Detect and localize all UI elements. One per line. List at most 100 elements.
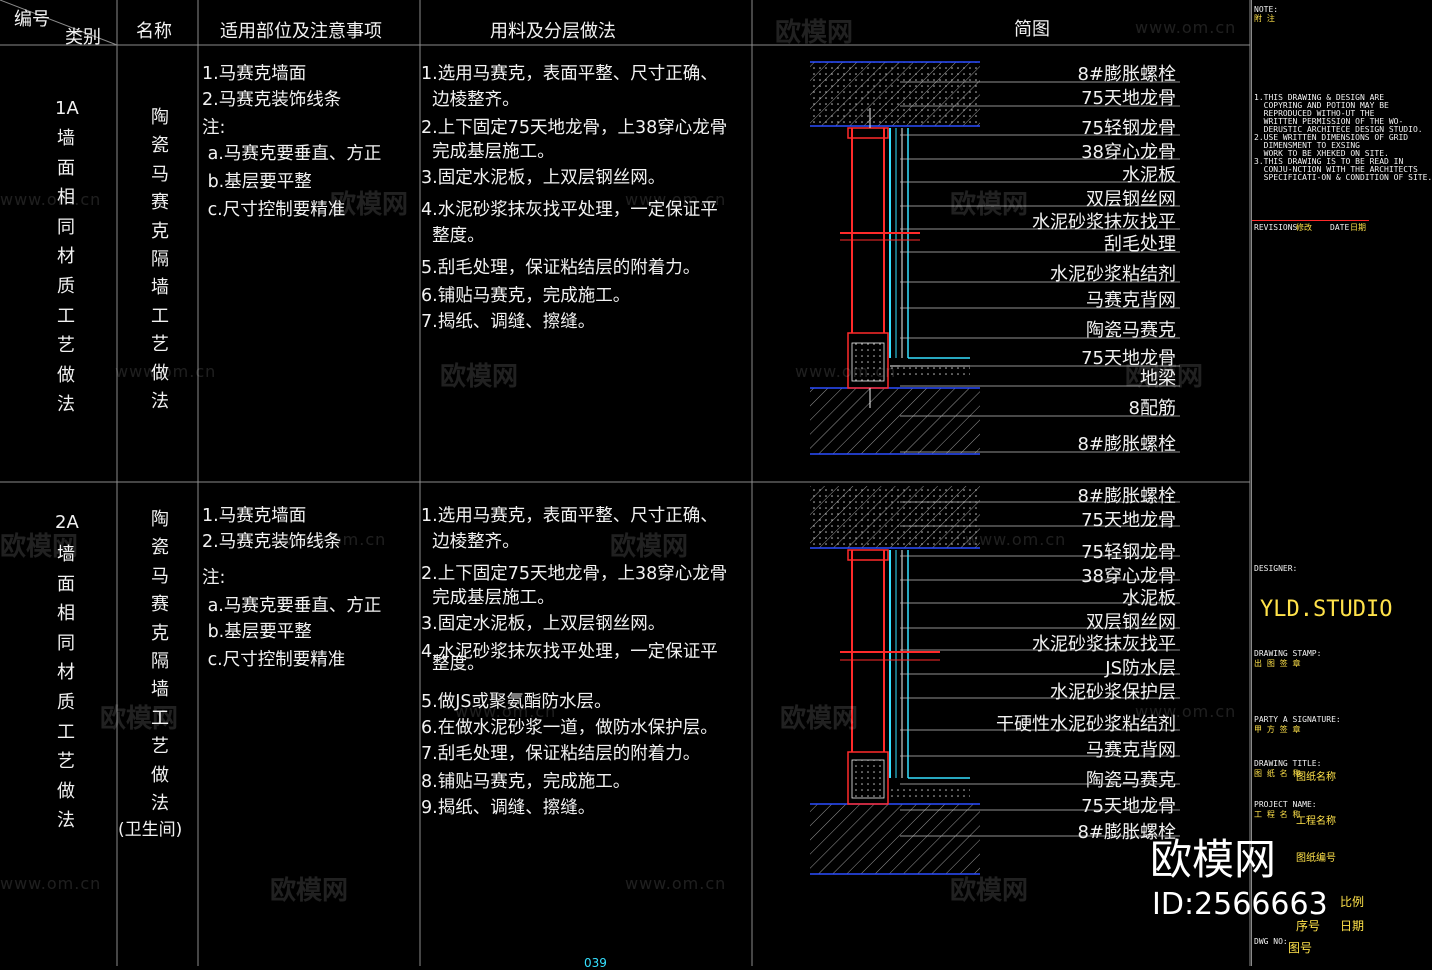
row1-labels-item: 75轻钢龙骨 [1081,118,1176,139]
leader-lines-1 [900,81,1180,453]
row2-category: 墙面相同材质工艺做法 [54,540,78,836]
row2-scope-line: 1.马赛克墙面 [202,506,307,526]
row2-name-char: 赛 [151,594,169,616]
row1-scope-line: 注: [202,118,226,138]
row1-steps-line: 完成基层施工。 [421,142,555,162]
row2-steps-line: 6.在做水泥砂浆一道，做防水保护层。 [421,718,718,738]
brand-watermark: 欧模网 [1150,835,1277,884]
row2-steps-line: 8.铺贴马赛克，完成施工。 [421,772,631,792]
header-name-label: 名称 [136,21,172,42]
watermark-url-7: www.om.cn [965,530,1067,549]
row1-steps-line: 1.选用马赛克，表面平整、尺寸正确、 [421,64,718,84]
title-block-notes: 1.THIS DRAWING & DESIGN ARE COPYRING AND… [1254,94,1432,182]
row1-scope-line: a.马赛克要垂直、方正 [202,144,382,164]
row2-steps-line: 2.上下固定75天地龙骨，上38穿心龙骨 [421,564,728,584]
row1-steps-line: 5.刮毛处理，保证粘结层的附着力。 [421,258,701,278]
row2-labels-item: 8#膨胀螺栓 [1077,822,1176,843]
row2-name-char: 法 [151,793,169,815]
row2-steps-line: 整度。 [421,654,485,674]
row1-category-char: 法 [57,394,75,416]
row1-name-char: 瓷 [151,135,169,157]
row1-labels-item: 38穿心龙骨 [1081,142,1176,163]
watermark-brand-4: 欧模网 [440,362,519,392]
drawing-number: 图纸编号 [1296,853,1336,864]
row2-scope-line: b.基层要平整 [202,622,312,642]
row1-category-char: 做 [57,364,75,386]
row1-labels-item: 陶瓷马赛克 [1086,320,1176,341]
row2-name: 陶瓷马赛克隔墙工艺做法 [148,506,172,818]
drawing-title-label: DRAWING TITLE: [1254,759,1322,768]
row1-category-char: 同 [57,216,75,238]
scale-label: 比例 [1340,895,1365,909]
dwg-no: 图号 [1288,941,1313,955]
title-block-note-line: SPECIFICATI-ON & CONDITION OF SITE. [1254,173,1432,182]
row2-category-char: 墙 [57,544,75,565]
title-block-note-line: COPYRING AND POTION MAY BE [1254,101,1389,110]
row2-name-char: 瓷 [151,537,169,559]
title-block-note-line: DERUSTIC ARCHITECE DESIGN STUDIO. [1254,125,1423,134]
row2-steps-line: 完成基层施工。 [421,588,555,608]
title-block-note-line: REPRODUCED WITHO-UT THE [1254,109,1375,118]
row1-labels-item: 双层钢丝网 [1086,189,1176,210]
title-block-note-line: DIMENSMENT TO EXSING [1254,141,1360,150]
row1-name-char: 墙 [151,277,169,299]
stamp-label: DRAWING STAMP: [1254,649,1322,658]
row2-name-char: 克 [151,622,169,644]
header-code-label: 编号 [14,9,50,30]
row1-labels-item: 8#膨胀螺栓 [1077,434,1176,455]
row1-steps-line: 6.铺贴马赛克，完成施工。 [421,286,631,306]
row2-labels-item: 水泥砂浆抹灰找平 [1032,634,1176,655]
revisions-cn: 修改 [1296,223,1312,232]
row1-category-char: 面 [57,157,75,179]
header-method-label: 用料及分层做法 [490,21,616,42]
row2-steps-line: 9.揭纸、调缝、擦缝。 [421,798,596,818]
designer-label: DESIGNER: [1254,564,1298,573]
revisions-label: REVISIONS [1254,223,1298,232]
row1-steps-line: 4.水泥砂浆抹灰找平处理，一定保证平 [421,200,718,220]
row2-category-char: 材 [57,662,75,684]
watermark-url-5: www.om.cn [795,362,897,381]
watermark-brand-11: 欧模网 [950,876,1029,906]
title-block-note-line: 3.THIS DRAWING IS TO BE READ IN [1254,157,1404,166]
date-label: DATE [1330,223,1350,232]
row2-steps-line: 5.做JS或聚氨酯防水层。 [421,692,612,712]
watermark-brand-3: 欧模网 [950,190,1029,220]
row1-steps-line: 边棱整齐。 [421,90,520,110]
revisions-divider [1252,220,1369,221]
row2-steps-line: 3.固定水泥板，上双层钢丝网。 [421,614,666,634]
row1-labels-item: 8配筋 [1128,398,1176,419]
watermark-brand-2: 欧模网 [330,190,409,220]
watermark-url-6: www.om.cn [285,530,387,549]
row2-name-char: 工 [151,707,169,729]
row1-category-char: 质 [57,275,75,297]
watermark-brand-6: 欧模网 [0,532,79,562]
row2-labels-item: 水泥板 [1122,588,1176,609]
row2-category-char: 相 [57,603,75,625]
drawing-title: 图纸名称 [1296,772,1336,783]
drawing-title-cn: 图 纸 名 称 [1254,769,1301,778]
title-block-note-line: WRITTEN PERMISSION OF THE WO- [1254,117,1404,126]
row2-steps-line: 边棱整齐。 [421,532,520,552]
row1-name-char: 克 [151,220,169,242]
row1-category-char: 材 [57,246,75,268]
row1-category: 墙面相同材质工艺做法 [54,124,78,420]
row1-labels-item: 75天地龙骨 [1081,348,1176,369]
row1-labels-item: 8#膨胀螺栓 [1077,64,1176,85]
row1-steps-line: 2.上下固定75天地龙骨，上38穿心龙骨 [421,118,728,138]
row1-name-char: 马 [151,163,169,185]
stamp-cn: 出 图 签 章 [1254,659,1301,668]
row1-labels-item: 水泥砂浆抹灰找平 [1032,212,1176,233]
row1-name-char: 工 [151,305,169,327]
studio-name: YLD.STUDIO [1260,597,1393,622]
watermark-brand-9: 欧模网 [780,704,859,734]
row1-scope-line: 2.马赛克装饰线条 [202,90,342,110]
row2-steps-line: 4.水泥砂浆抹灰找平处理，一定保证平 [421,642,718,662]
row1-category-char: 工 [57,305,75,327]
dwg-no-label: DWG NO: [1254,937,1288,946]
row2-steps-line: 1.选用马赛克，表面平整、尺寸正确、 [421,506,718,526]
row2-name-char: 艺 [151,736,169,758]
project-cn: 工 程 名 称 [1254,810,1301,819]
leader-lines-2 [900,501,1180,837]
row2-category-char: 法 [57,810,75,832]
row1-steps-line: 7.揭纸、调缝、擦缝。 [421,312,596,332]
